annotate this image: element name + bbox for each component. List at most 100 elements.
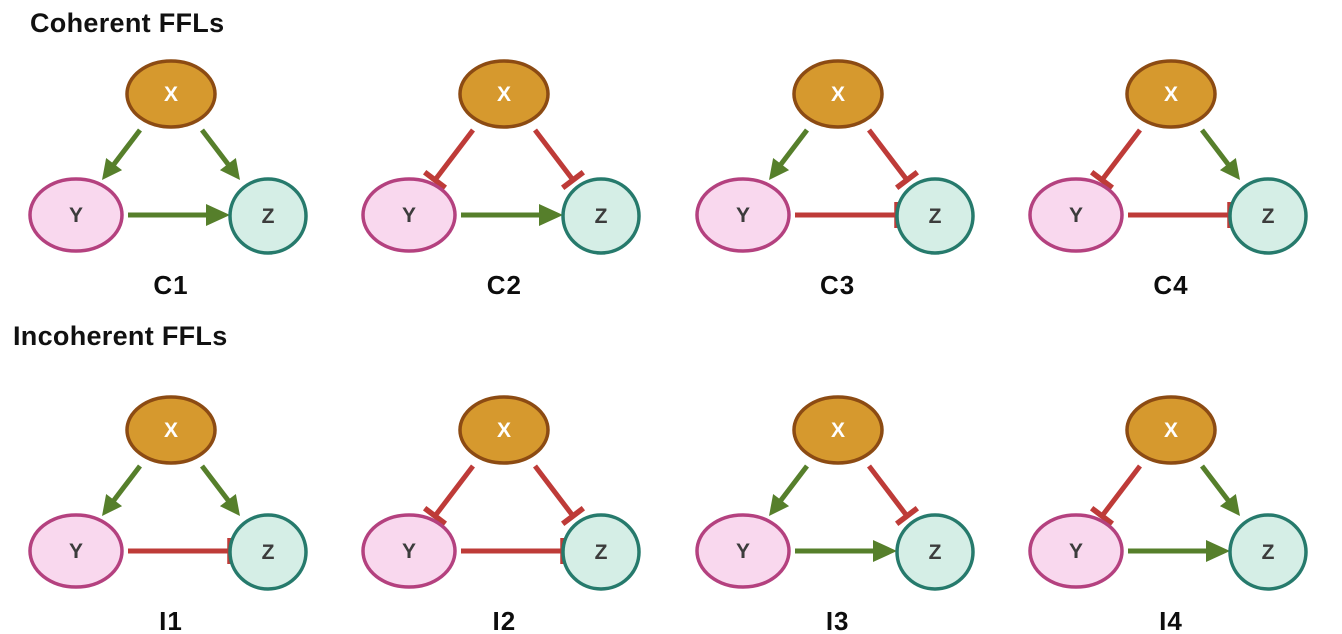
edge-yz-repress: [128, 538, 233, 564]
ffl-panel-i1: X Y Z I1: [6, 388, 336, 634]
edge-yz-repress: [1127, 202, 1233, 228]
panel-label-c3: C3: [820, 270, 856, 300]
node-x: X: [458, 59, 551, 129]
node-x: X: [791, 395, 884, 465]
edge-xy-repress: [1089, 128, 1142, 191]
node-x: X: [1125, 395, 1217, 465]
node-y: Y: [361, 513, 458, 589]
node-y: Y: [361, 177, 458, 253]
edge-xy-activate: [768, 464, 809, 516]
node-y: Y: [694, 177, 791, 253]
edge-xy-repress: [1089, 464, 1142, 527]
edge-xz-activate: [1199, 464, 1240, 516]
edge-xy-repress: [423, 464, 476, 527]
node-x: X: [458, 395, 551, 465]
node-x: X: [125, 395, 217, 465]
ffl-panel-i2: X Y Z I2: [339, 388, 669, 634]
ffl-panel-c1: X Y Z C1: [6, 52, 336, 301]
edge-xz-activate: [200, 464, 240, 516]
edge-yz-repress: [461, 538, 567, 564]
node-x-label: X: [164, 83, 178, 106]
ffl-diagram-i4: X Y Z: [1028, 395, 1308, 591]
edge-xy-repress: [423, 128, 476, 191]
node-y-label: Y: [736, 540, 750, 563]
node-y: Y: [28, 177, 124, 253]
node-y: Y: [1028, 177, 1124, 253]
edge-yz-activate: [1127, 540, 1230, 562]
node-y-label: Y: [1069, 540, 1083, 563]
edge-xy-activate: [768, 128, 809, 180]
panel-label-i4: I4: [1159, 606, 1183, 634]
edge-xz-activate: [200, 128, 240, 180]
node-y-label: Y: [736, 204, 750, 227]
node-z-label: Z: [1262, 205, 1275, 228]
ffl-diagram-c1: X Y Z: [28, 59, 308, 255]
edge-yz-activate: [128, 204, 230, 226]
node-z-label: Z: [928, 205, 941, 228]
node-x: X: [125, 59, 217, 129]
panel-label-i3: I3: [825, 606, 850, 634]
node-x-label: X: [164, 419, 178, 442]
ffl-diagram-c4: X Y Z: [1028, 59, 1308, 255]
coherent-row: X Y Z C1 X Y Z C2 X Y Z C3 X Y Z C4: [0, 52, 1342, 301]
ffl-diagram-i3: X Y Z: [694, 395, 975, 591]
edge-xz-repress: [533, 128, 586, 191]
node-x-label: X: [497, 419, 511, 442]
node-z-label: Z: [262, 205, 275, 228]
node-z-label: Z: [595, 541, 608, 564]
ffl-panel-c3: X Y Z C3: [673, 52, 1003, 301]
node-z: Z: [561, 513, 642, 591]
node-z: Z: [894, 177, 975, 255]
node-y-label: Y: [402, 540, 416, 563]
node-z: Z: [228, 177, 308, 255]
edge-xy-activate: [102, 128, 142, 180]
ffl-panel-c4: X Y Z C4: [1006, 52, 1336, 301]
coherent-heading: Coherent FFLs: [30, 8, 225, 38]
ffl-panel-i4: X Y Z I4: [1006, 388, 1336, 634]
node-x-label: X: [1164, 83, 1178, 106]
node-z: Z: [561, 177, 642, 255]
node-z: Z: [894, 513, 975, 591]
incoherent-section: Incoherent FFLs X Y Z I1 X Y Z I2 X Y Z I3 X Y Z I4: [0, 301, 1342, 634]
node-y: Y: [28, 513, 124, 589]
panel-label-i2: I2: [492, 606, 517, 634]
node-x: X: [791, 59, 884, 129]
node-x-label: X: [1164, 419, 1178, 442]
edge-xy-activate: [102, 464, 142, 516]
node-y-label: Y: [1069, 204, 1083, 227]
panel-label-c4: C4: [1153, 270, 1189, 300]
node-z-label: Z: [1262, 541, 1275, 564]
edge-yz-activate: [461, 204, 564, 226]
node-z: Z: [228, 513, 308, 591]
node-z-label: Z: [262, 541, 275, 564]
node-y: Y: [1028, 513, 1124, 589]
ffl-diagram-c3: X Y Z: [694, 59, 975, 255]
edge-yz-repress: [794, 202, 900, 228]
panel-label-c2: C2: [486, 270, 522, 300]
coherent-section: Coherent FFLs X Y Z C1 X Y Z C2 X Y Z C3 X Y Z C4: [0, 0, 1342, 301]
panel-label-i1: I1: [159, 606, 183, 634]
node-z: Z: [1228, 177, 1308, 255]
node-z: Z: [1228, 513, 1308, 591]
edge-xz-repress: [533, 464, 586, 527]
incoherent-heading: Incoherent FFLs: [13, 321, 228, 351]
ffl-diagram-i2: X Y Z: [361, 395, 642, 591]
node-y-label: Y: [69, 540, 83, 563]
ffl-diagram-c2: X Y Z: [361, 59, 642, 255]
edge-xz-repress: [866, 128, 919, 191]
node-y: Y: [694, 513, 791, 589]
node-z-label: Z: [928, 541, 941, 564]
ffl-panel-c2: X Y Z C2: [339, 52, 669, 301]
node-y-label: Y: [69, 204, 83, 227]
ffl-diagram-i1: X Y Z: [28, 395, 308, 591]
incoherent-row: X Y Z I1 X Y Z I2 X Y Z I3 X Y Z I4: [0, 388, 1342, 634]
panel-label-c1: C1: [153, 270, 189, 300]
node-x-label: X: [497, 83, 511, 106]
edge-xz-repress: [866, 464, 919, 527]
node-x: X: [1125, 59, 1217, 129]
node-y-label: Y: [402, 204, 416, 227]
edge-yz-activate: [794, 540, 897, 562]
node-x-label: X: [831, 419, 845, 442]
node-x-label: X: [831, 83, 845, 106]
